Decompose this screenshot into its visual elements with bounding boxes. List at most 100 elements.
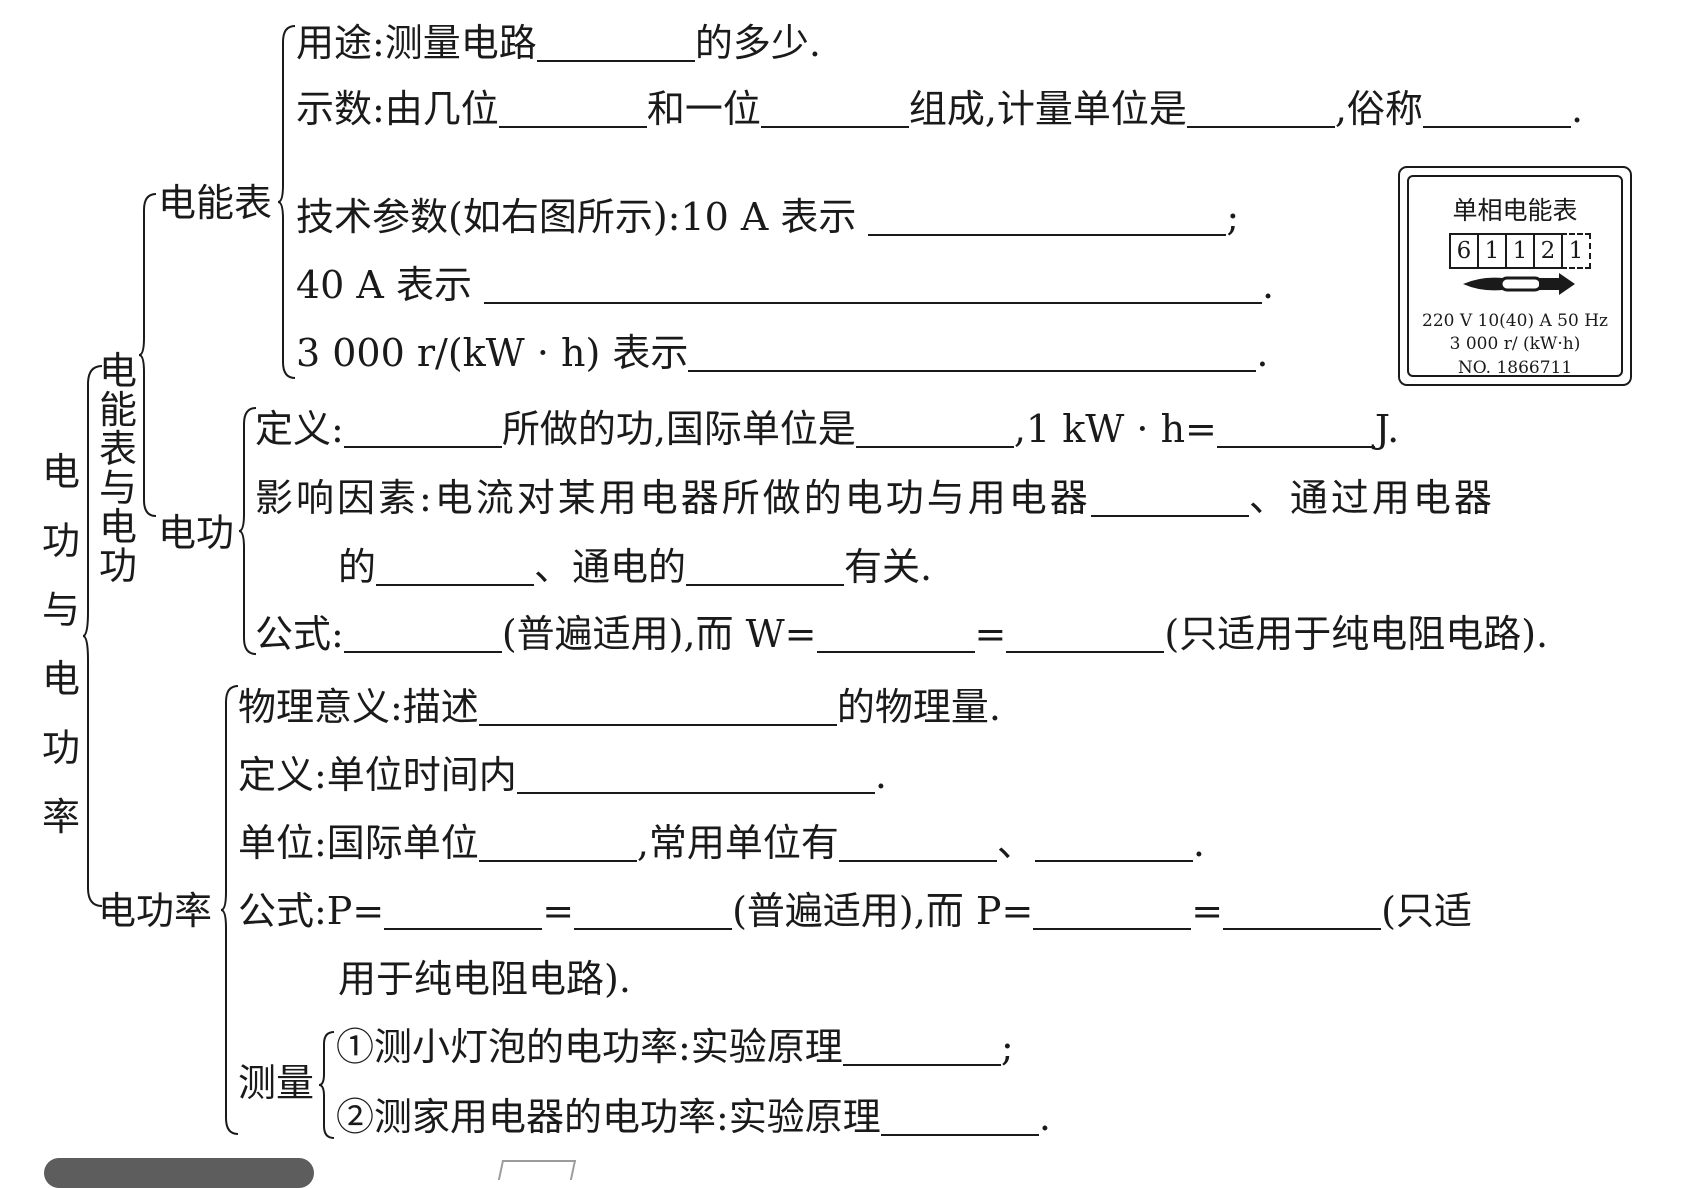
branch-char: 表 <box>98 427 137 471</box>
meter-spec-revolutions: 3 000 r/ (kW·h) <box>1449 334 1581 354</box>
answer-blank[interactable] <box>536 24 695 62</box>
power-unit-text: 、 <box>996 821 1035 865</box>
power-formula-text: 公式:P= <box>238 889 385 933</box>
branch-meter-work-label: 电 能 表 与 电 功 <box>98 352 138 586</box>
meter-digit: 1 <box>1477 233 1507 269</box>
work-factors-text: 影响因素:电流对某用电器所做的电功与用电器 <box>255 476 1091 520</box>
meter-label: 电能表 <box>158 181 273 225</box>
answer-blank[interactable] <box>1034 824 1193 862</box>
work-formula-text: (普遍适用),而 W= <box>501 612 817 656</box>
answer-blank[interactable] <box>343 615 502 653</box>
meter-reading-text: 组成,计量单位是 <box>908 87 1187 131</box>
branch-char: 电 <box>98 505 137 549</box>
power-brace <box>220 685 239 1135</box>
power-meaning-text: 物理意义:描述 <box>238 685 479 729</box>
answer-blank[interactable] <box>1423 90 1572 128</box>
work-brace <box>238 407 257 655</box>
work-factors-text: 、通过用电器 <box>1248 476 1495 520</box>
root-char: 功 <box>41 519 80 563</box>
answer-blank[interactable] <box>376 548 535 586</box>
meter-40a-line: 40 A 表示. <box>296 262 1274 308</box>
work-factors-text: 的 <box>338 545 377 589</box>
meter-reading-text: . <box>1571 87 1584 131</box>
answer-blank[interactable] <box>838 824 997 862</box>
root-char: 率 <box>41 795 80 839</box>
answer-blank[interactable] <box>760 90 909 128</box>
measure-bulb-text: ; <box>1000 1025 1014 1069</box>
root-brace <box>82 365 103 907</box>
power-meaning-text: 的物理量. <box>836 685 1001 729</box>
answer-blank[interactable] <box>868 198 1227 236</box>
power-unit-text: 单位:国际单位 <box>238 821 479 865</box>
power-definition-line: 定义:单位时间内. <box>238 752 887 798</box>
answer-blank[interactable] <box>816 615 975 653</box>
answer-blank[interactable] <box>478 688 837 726</box>
power-label: 电功率 <box>98 889 213 933</box>
work-factors-text: 、通电的 <box>534 545 687 589</box>
answer-blank[interactable] <box>686 548 845 586</box>
meter-serial-number: NO. 1866711 <box>1457 358 1573 378</box>
answer-blank[interactable] <box>1090 479 1249 517</box>
work-formula-line: 公式:(普遍适用),而 W==(只适用于纯电阻电路). <box>255 611 1548 657</box>
answer-blank[interactable] <box>1223 892 1382 930</box>
answer-blank[interactable] <box>1033 892 1192 930</box>
section-header-banner <box>44 1158 314 1188</box>
root-label: 电 功 与 电 功 率 <box>41 438 81 852</box>
work-definition-text: 所做的功,国际单位是 <box>501 407 856 451</box>
meter-digit: 6 <box>1449 233 1479 269</box>
answer-blank[interactable] <box>343 410 502 448</box>
meter-face: 单相电能表 6 1 1 2 1 220 V 10(40) A 50 Hz 3 0… <box>1407 175 1623 378</box>
measure-bulb-text: ①测小灯泡的电功率:实验原理 <box>336 1025 843 1069</box>
decorative-tab <box>497 1160 577 1180</box>
work-definition-text: J. <box>1374 407 1400 451</box>
meter-rev-text: 3 000 r/(kW · h) 表示 <box>296 331 689 375</box>
answer-blank[interactable] <box>384 892 543 930</box>
meter-rev-line: 3 000 r/(kW · h) 表示. <box>296 330 1268 376</box>
answer-blank[interactable] <box>483 266 1262 304</box>
answer-blank[interactable] <box>1216 410 1375 448</box>
meter-param-text: 技术参数(如右图所示):10 A 表示 <box>296 195 857 239</box>
answer-blank[interactable] <box>1006 615 1165 653</box>
power-definition-text: . <box>874 753 887 797</box>
answer-blank[interactable] <box>516 756 875 794</box>
work-factors-line: 影响因素:电流对某用电器所做的电功与用电器 、通过用电器 <box>255 475 1495 521</box>
answer-blank[interactable] <box>880 1098 1039 1136</box>
branch-char: 能 <box>98 388 137 432</box>
meter-param-line: 技术参数(如右图所示):10 A 表示; <box>296 194 1239 240</box>
meter-usage-text: 的多少. <box>694 21 821 65</box>
power-formula-text: (普遍适用),而 P= <box>732 889 1034 933</box>
work-definition-text: ,1 kW · h= <box>1013 407 1217 451</box>
meter-digit: 1 <box>1505 233 1535 269</box>
root-char: 与 <box>41 588 80 632</box>
meter-usage-line: 用途:测量电路的多少. <box>296 20 821 66</box>
answer-blank[interactable] <box>688 334 1257 372</box>
meter-40a-text: 40 A 表示 <box>296 263 472 307</box>
power-formula-text: = <box>542 889 575 933</box>
answer-blank[interactable] <box>1186 90 1335 128</box>
answer-blank[interactable] <box>478 824 637 862</box>
branch-char: 与 <box>98 466 137 510</box>
answer-blank[interactable] <box>842 1028 1001 1066</box>
meter-reading-line: 示数:由几位和一位组成,计量单位是,俗称. <box>296 86 1583 132</box>
work-factors-text: 有关. <box>844 545 933 589</box>
work-formula-text: (只适用于纯电阻电路). <box>1164 612 1549 656</box>
measure-brace <box>318 1031 335 1139</box>
rotation-arrow-icon <box>1463 273 1575 295</box>
power-meaning-line: 物理意义:描述 的物理量. <box>238 684 1001 730</box>
measure-label: 测量 <box>238 1061 315 1105</box>
power-definition-text: 定义:单位时间内 <box>238 753 517 797</box>
measure-appliance-text: ②测家用电器的电功率:实验原理 <box>336 1095 881 1139</box>
meter-40a-text: . <box>1261 263 1275 307</box>
measure-bulb-line: ①测小灯泡的电功率:实验原理; <box>336 1024 1014 1070</box>
answer-blank[interactable] <box>574 892 733 930</box>
power-formula-text: (只适 <box>1381 889 1472 933</box>
work-factors-line-2: 的 、通电的 有关. <box>338 544 932 590</box>
measure-appliance-text: . <box>1038 1095 1051 1139</box>
work-definition-line: 定义:所做的功,国际单位是,1 kW · h=J. <box>255 406 1399 452</box>
meter-spec-voltage: 220 V 10(40) A 50 Hz <box>1422 311 1608 331</box>
answer-blank[interactable] <box>498 90 647 128</box>
answer-blank[interactable] <box>855 410 1014 448</box>
power-unit-text: . <box>1192 821 1206 865</box>
power-formula-line: 公式:P==(普遍适用),而 P==(只适 <box>238 888 1472 934</box>
meter-rev-text: . <box>1256 331 1269 375</box>
